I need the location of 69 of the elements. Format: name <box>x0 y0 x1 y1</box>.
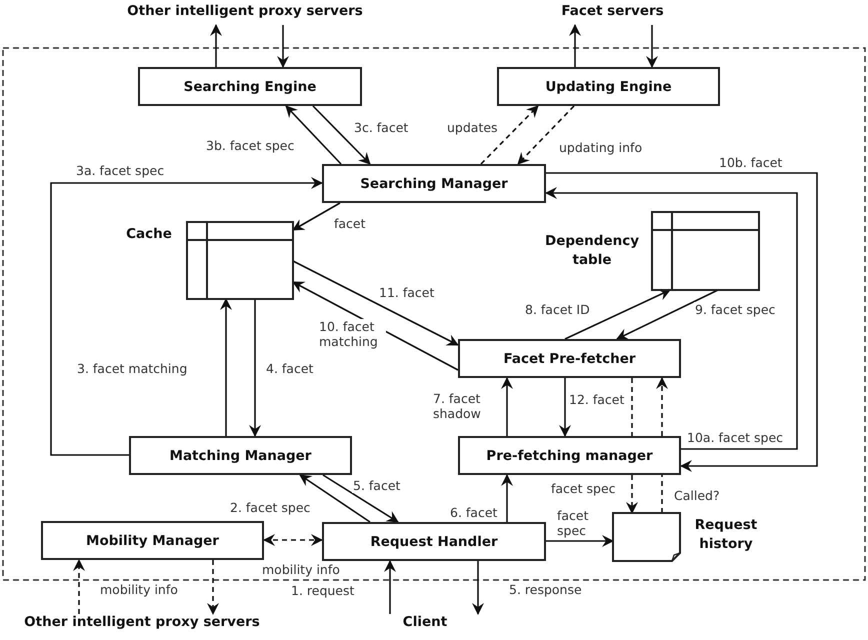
edge-label: facet spec <box>550 481 617 496</box>
arrow <box>207 560 219 615</box>
arrow <box>501 474 513 522</box>
edge-label: 10. facet matching <box>318 319 386 349</box>
arrow <box>299 474 370 523</box>
arrow <box>210 24 222 67</box>
edge-label: 5. facet <box>352 478 402 493</box>
edge-label: mobility info <box>99 582 179 597</box>
edge-label: 10b. facet <box>718 155 784 170</box>
external-label: Other intelligent proxy servers <box>6 614 278 636</box>
arrow <box>517 105 575 165</box>
arrow <box>277 25 289 68</box>
arrow <box>312 105 371 165</box>
process-box: Matching Manager <box>129 436 352 475</box>
edge-label: Called? <box>673 488 721 503</box>
process-box: Updating Engine <box>497 67 720 106</box>
arrow <box>472 561 484 615</box>
external-label: Client <box>385 614 465 636</box>
arrow <box>546 535 614 547</box>
node-label: Cache <box>125 225 173 244</box>
edge-label: 4. facet <box>265 361 314 376</box>
edge-label: 1. request <box>290 583 356 598</box>
node-label: Request history <box>694 516 758 554</box>
edge-label: 11. facet <box>378 285 436 300</box>
edge-label: updates <box>446 120 499 135</box>
edge-label: 5. response <box>508 582 583 597</box>
process-box: Searching Manager <box>322 164 546 203</box>
process-box: Pre-fetching manager <box>458 436 681 475</box>
arrow <box>480 105 539 165</box>
arrow <box>646 25 658 68</box>
edge-label: 3c. facet <box>353 120 410 135</box>
edge-label: 2. facet spec <box>229 500 312 515</box>
arrow <box>322 474 399 523</box>
arrow <box>545 187 798 450</box>
arrow <box>384 560 396 614</box>
edge-label: 6. facet <box>449 505 498 520</box>
arrow <box>292 202 340 231</box>
arrow <box>220 298 232 436</box>
edge-label: 3b. facet spec <box>205 138 296 153</box>
arrow <box>559 378 571 437</box>
process-box: Facet Pre-fetcher <box>458 339 681 378</box>
arrow <box>626 475 638 514</box>
edge-label: facet <box>333 216 367 231</box>
external-label: Facet servers <box>550 3 675 25</box>
edge-label: 3. facet matching <box>76 361 188 376</box>
edge-label: mobility info <box>261 562 341 577</box>
arrow <box>249 299 261 437</box>
process-box: Searching Engine <box>138 67 362 106</box>
edge-label: 9. facet spec <box>694 302 776 317</box>
arrow <box>292 260 459 346</box>
arrow <box>50 177 323 456</box>
process-box: Mobility Manager <box>41 521 264 560</box>
process-box: Request Handler <box>322 522 546 561</box>
arrow <box>564 289 671 340</box>
node-label: Dependency table <box>544 232 640 270</box>
arrow <box>569 24 581 67</box>
edge-label: 3a. facet spec <box>75 163 166 178</box>
edge-label: 12. facet <box>568 392 626 407</box>
edge-label: 8. facet ID <box>524 302 591 317</box>
arrow <box>501 377 513 436</box>
arrow <box>616 289 718 340</box>
edge-label: updating info <box>558 140 644 155</box>
edge-label: 10a. facet spec <box>686 430 784 445</box>
arrow <box>285 105 342 165</box>
arrow <box>263 534 323 546</box>
arrow <box>73 559 85 614</box>
arrow <box>656 377 668 436</box>
arrow <box>546 172 818 472</box>
external-label: Other intelligent proxy servers <box>110 3 380 25</box>
